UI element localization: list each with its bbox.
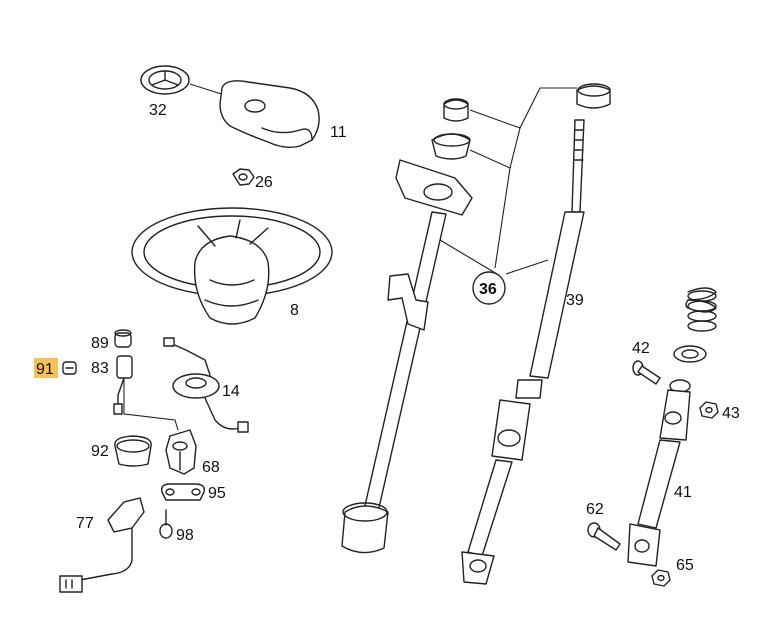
callout-89: 89: [91, 335, 109, 352]
callout-41: 41: [674, 484, 692, 501]
callout-39: 39: [566, 292, 584, 309]
part-8-steering-wheel[interactable]: [131, 207, 333, 325]
part-bearing-top[interactable]: [431, 98, 471, 160]
part-91-clip[interactable]: [62, 361, 77, 375]
part-ring-right[interactable]: [673, 345, 707, 363]
callout-11: 11: [330, 124, 347, 141]
callout-26: 26: [255, 174, 273, 191]
callout-14: 14: [222, 383, 240, 400]
part-spring[interactable]: [685, 287, 717, 332]
callout-83: 83: [91, 360, 109, 377]
part-89-bushing[interactable]: [114, 329, 132, 348]
part-26-nut[interactable]: [232, 168, 255, 186]
part-steering-column-tube[interactable]: [341, 159, 473, 554]
leader-group-36: [439, 87, 577, 275]
part-98-screw[interactable]: [159, 509, 173, 539]
callout-43: 43: [722, 405, 740, 422]
callout-92: 92: [91, 443, 109, 460]
part-83-switch[interactable]: [113, 355, 179, 431]
part-14-clock-spring[interactable]: [163, 337, 249, 433]
highlight-91: [34, 358, 58, 378]
callout-42: 42: [632, 340, 650, 357]
callout-36-circle[interactable]: 36: [472, 271, 506, 305]
part-62-bolt[interactable]: [587, 522, 621, 551]
part-11-hub-cover[interactable]: [219, 80, 320, 149]
part-92-ring[interactable]: [114, 435, 152, 467]
part-65-nut[interactable]: [651, 569, 671, 587]
callout-98: 98: [176, 527, 194, 544]
part-95-bracket[interactable]: [160, 483, 205, 501]
part-41-intermediate-shaft[interactable]: [627, 379, 691, 567]
callout-77: 77: [76, 515, 94, 532]
part-68-lock[interactable]: [165, 429, 197, 475]
callout-62: 62: [586, 501, 604, 518]
part-43-nut[interactable]: [699, 401, 719, 419]
callout-68: 68: [202, 459, 220, 476]
part-32-emblem[interactable]: [140, 65, 241, 103]
callout-91: 91: [36, 361, 54, 378]
callout-65: 65: [676, 557, 694, 574]
callout-32: 32: [149, 102, 167, 119]
callout-8: 8: [290, 302, 299, 319]
part-bushing-top-right[interactable]: [576, 83, 611, 109]
callout-95: 95: [208, 485, 226, 502]
part-77-harness[interactable]: [59, 497, 145, 593]
part-steering-shaft[interactable]: [461, 119, 585, 585]
callout-36: 36: [479, 281, 497, 298]
part-42-bolt[interactable]: [632, 360, 661, 385]
